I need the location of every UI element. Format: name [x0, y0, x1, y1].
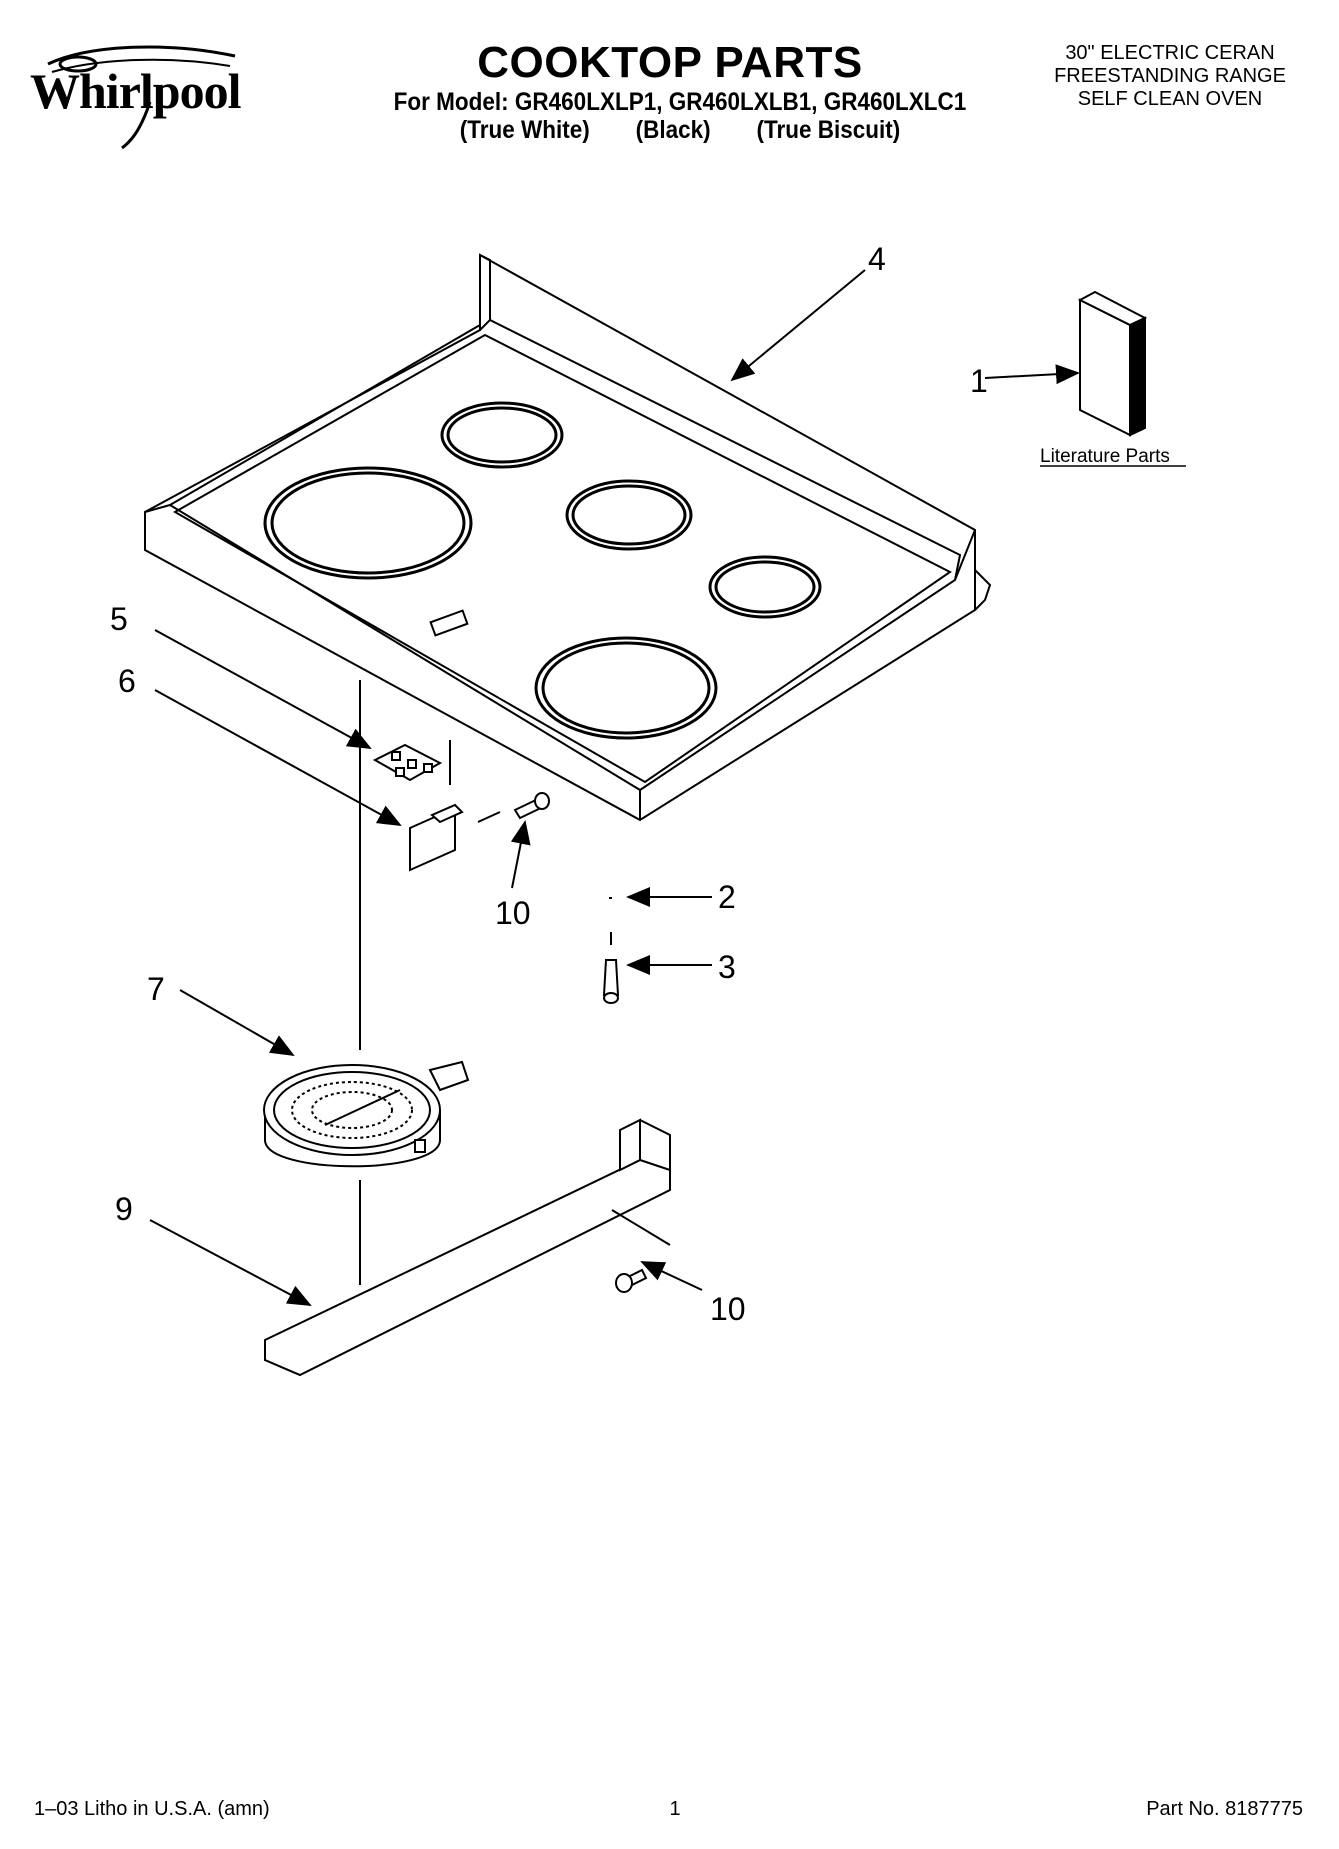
callout-7: 7 — [147, 971, 165, 1007]
screw-part-lower — [615, 1268, 648, 1293]
callout-arrows — [149, 269, 1080, 1306]
appliance-line-3: SELF CLEAN OVEN — [1077, 88, 1263, 110]
page-number: 1 — [669, 1798, 681, 1820]
callout-10-lower: 10 — [710, 1291, 746, 1327]
whirlpool-logo — [47, 45, 236, 150]
appliance-description: 30" ELECTRIC CERAN FREESTANDING RANGE SE… — [1020, 42, 1320, 111]
finish-true-white: (True White) — [459, 116, 590, 144]
finish-true-biscuit: (True Biscuit) — [756, 116, 901, 144]
hot-surface-indicator — [429, 609, 469, 637]
callout-3: 3 — [718, 949, 736, 985]
model-numbers: For Model: GR460LXLP1, GR460LXLB1, GR460… — [393, 88, 967, 116]
radiant-element-part — [263, 1060, 470, 1168]
brand-name: Whirlpool — [30, 63, 241, 119]
part-number: Part No. 8187775 — [1146, 1798, 1303, 1820]
cooktop-glass-part — [144, 253, 992, 822]
appliance-line-2: FREESTANDING RANGE — [1054, 65, 1286, 87]
cooktop-burner-rings — [263, 401, 822, 740]
screw-part-upper — [513, 792, 550, 820]
callout-1: 1 — [970, 363, 988, 399]
literature-parts-label: Literature Parts — [1040, 446, 1170, 467]
literature-parts-booklet — [1077, 290, 1148, 437]
callout-10-upper: 10 — [495, 895, 531, 931]
support-bracket-part — [264, 1118, 671, 1377]
page-title: COOKTOP PARTS — [477, 38, 863, 87]
callout-2: 2 — [718, 879, 736, 915]
clip-and-screw-parts — [602, 897, 620, 1004]
finish-black: (Black) — [635, 116, 711, 144]
switch-bracket-part — [409, 803, 464, 872]
switch-part — [372, 743, 443, 782]
callout-9: 9 — [115, 1191, 133, 1227]
litho-note: 1–03 Litho in U.S.A. (amn) — [34, 1798, 270, 1820]
finish-list: (True White) (Black) (True Biscuit) — [365, 116, 995, 145]
callout-4: 4 — [868, 241, 886, 277]
callout-6: 6 — [118, 663, 136, 699]
appliance-line-1: 30" ELECTRIC CERAN — [1065, 42, 1275, 64]
callout-5: 5 — [110, 601, 128, 637]
